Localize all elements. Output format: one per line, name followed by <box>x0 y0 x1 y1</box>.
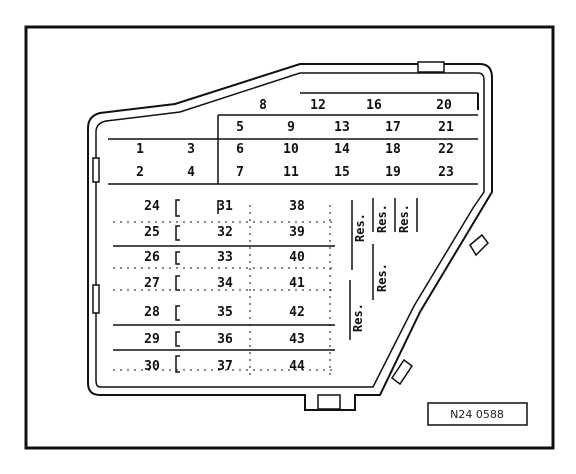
fuse-label-20: 20 <box>436 98 452 113</box>
fuse-label-22: 22 <box>438 142 454 157</box>
reserve-slot-5: Res. <box>351 303 365 332</box>
fuse-label-14: 14 <box>334 142 350 157</box>
top-tab <box>417 61 445 73</box>
fuse-box-outline-inner <box>95 72 485 388</box>
fuse-label-7: 7 <box>236 165 244 180</box>
reserve-slot-2: Res. <box>375 204 389 233</box>
fuse-label-10: 10 <box>283 142 299 157</box>
fuse-label-34: 34 <box>217 276 233 291</box>
fuse-label-38: 38 <box>289 199 305 214</box>
fuse-label-29: 29 <box>144 332 160 347</box>
fuse-label-4: 4 <box>187 165 195 180</box>
fuse-label-26: 26 <box>144 250 160 265</box>
reference-code: N24 0588 <box>450 408 504 421</box>
fuse-label-31: 31 <box>217 199 233 214</box>
fuse-label-5: 5 <box>236 120 244 135</box>
fuse-label-3: 3 <box>187 142 195 157</box>
fuse-label-42: 42 <box>289 305 305 320</box>
fuse-label-17: 17 <box>385 120 401 135</box>
fuse-label-18: 18 <box>385 142 401 157</box>
reference-code-box <box>427 402 528 426</box>
lower-grid-lines <box>113 245 335 351</box>
reserve-slot-frames <box>349 198 418 340</box>
fuse-label-43: 43 <box>289 332 305 347</box>
fuse-label-12: 12 <box>310 98 326 113</box>
fuse-label-32: 32 <box>217 225 233 240</box>
fuse-label-35: 35 <box>217 305 233 320</box>
left-tab-lower <box>92 284 100 314</box>
fuse-box-outline-outer <box>87 63 493 411</box>
fuse-label-2: 2 <box>136 165 144 180</box>
fuse-label-30: 30 <box>144 359 160 374</box>
fuse-label-24: 24 <box>144 199 160 214</box>
fuse-label-23: 23 <box>438 165 454 180</box>
fuse-label-16: 16 <box>366 98 382 113</box>
fuse-label-27: 27 <box>144 276 160 291</box>
fuse-label-11: 11 <box>283 165 299 180</box>
fuse-label-6: 6 <box>236 142 244 157</box>
fuse-label-9: 9 <box>287 120 295 135</box>
fuse-label-1: 1 <box>136 142 144 157</box>
fuse-label-33: 33 <box>217 250 233 265</box>
fuse-label-13: 13 <box>334 120 350 135</box>
fuse-label-39: 39 <box>289 225 305 240</box>
fuse-label-36: 36 <box>217 332 233 347</box>
fuse-label-37: 37 <box>217 359 233 374</box>
reserve-slot-3: Res. <box>397 204 411 233</box>
reserve-slot-4: Res. <box>375 263 389 292</box>
left-tab-upper <box>92 157 100 183</box>
lower-dotted-lines <box>113 205 335 380</box>
left-column-brackets <box>175 199 219 373</box>
reserve-slot-1: Res. <box>353 213 367 242</box>
bottom-tab <box>317 394 341 410</box>
right-clip-lower <box>390 358 414 386</box>
fuse-label-25: 25 <box>144 225 160 240</box>
right-clip-upper <box>469 233 489 257</box>
fuse-label-21: 21 <box>438 120 454 135</box>
fuse-label-28: 28 <box>144 305 160 320</box>
fuse-label-8: 8 <box>259 98 267 113</box>
fuse-label-19: 19 <box>385 165 401 180</box>
fuse-label-44: 44 <box>289 359 305 374</box>
fuse-label-15: 15 <box>334 165 350 180</box>
fuse-label-40: 40 <box>289 250 305 265</box>
fuse-label-41: 41 <box>289 276 305 291</box>
outer-frame <box>24 25 555 450</box>
